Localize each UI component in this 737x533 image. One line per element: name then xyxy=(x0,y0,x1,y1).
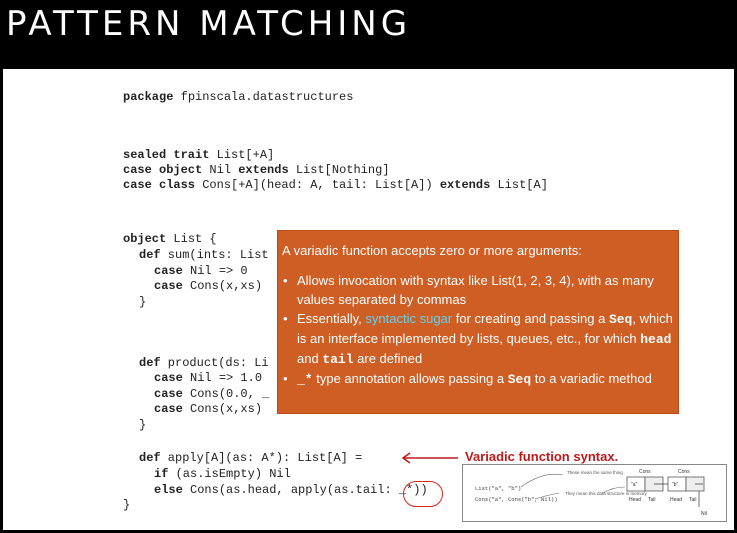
diagram-cons-label-1: Cons xyxy=(639,469,651,475)
callout-bullet-3: •_* type annotation allows passing a Seq… xyxy=(283,371,652,387)
diagram-tail-1: Tail xyxy=(648,497,656,503)
callout-bullet-2: •Essentially, syntactic sugar for creati… xyxy=(283,311,673,367)
left-arrow-icon xyxy=(401,452,458,464)
diagram-note-1: These mean the same thing xyxy=(567,470,623,475)
highlight-circle xyxy=(403,481,443,507)
diagram-left-line2: Cons("a", Cons("b", Nil)) xyxy=(475,496,558,503)
code-line-apply-else: else Cons(as.head, apply(as.tail: _*)) xyxy=(154,483,428,497)
diagram-head-1: Head xyxy=(629,497,641,503)
diagram-note-2: They mean this data structure in memory xyxy=(565,491,648,496)
callout-heading: A variadic function accepts zero or more… xyxy=(282,243,582,258)
code-line-package: package fpinscala.datastructures xyxy=(123,90,354,104)
code-line-def-product: def product(ds: Li xyxy=(139,356,269,370)
code-line-sum-nil: case Nil => 0 xyxy=(154,264,248,278)
code-line-case-object: case object Nil extends List[Nothing] xyxy=(123,163,390,177)
syntactic-sugar-link[interactable]: syntactic sugar xyxy=(365,311,453,326)
variadic-syntax-label: Variadic function syntax. xyxy=(465,449,619,464)
code-line-product-nil: case Nil => 1.0 xyxy=(154,371,263,385)
diagram-nil: Nil xyxy=(701,511,707,517)
code-line-object: object List { xyxy=(123,232,217,246)
diagram-tail-2: Tail xyxy=(689,497,697,503)
cons-list-diagram: List("a", "b") Cons("a", Cons("b", Nil))… xyxy=(462,464,727,522)
diagram-cons-label-2: Cons xyxy=(678,469,690,475)
code-line-close-object: } xyxy=(123,498,131,512)
code-line-def-apply: def apply[A](as: A*): List[A] = xyxy=(139,451,363,465)
code-line-product-zero: case Cons(0.0, _ xyxy=(154,387,270,401)
slide-title: PATTERN MATCHING xyxy=(6,4,412,44)
code-line-sum-cons: case Cons(x,xs) xyxy=(154,279,263,293)
callout-list: •Allows invocation with syntax like List… xyxy=(281,271,673,389)
diagram-graphic: List("a", "b") Cons("a", Cons("b", Nil))… xyxy=(475,469,707,517)
code-line-close-sum: } xyxy=(139,295,147,309)
code-line-product-cons: case Cons(x,xs) xyxy=(154,402,263,416)
diagram-head-2: Head xyxy=(670,497,682,503)
diagram-cell-b: "b" xyxy=(672,482,679,488)
code-line-case-class: case class Cons[+A](head: A, tail: List[… xyxy=(123,178,548,192)
diagram-cell-a: "a" xyxy=(631,482,638,488)
code-line-def-sum: def sum(ints: List xyxy=(139,248,269,262)
callout-bullet-1: •Allows invocation with syntax like List… xyxy=(283,273,654,307)
code-line-apply-if: if (as.isEmpty) Nil xyxy=(154,467,291,481)
diagram-left-line1: List("a", "b") xyxy=(475,485,521,492)
code-line-close-product: } xyxy=(139,418,147,432)
code-line-sealed-trait: sealed trait List[+A] xyxy=(123,148,275,162)
callout-box: A variadic function accepts zero or more… xyxy=(277,230,679,414)
